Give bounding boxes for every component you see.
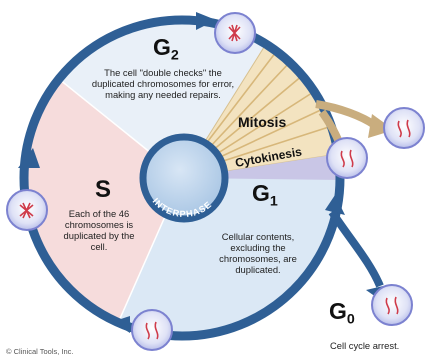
ring-arrowhead-left xyxy=(18,148,40,168)
g1-description: Cellular contents, excluding the chromos… xyxy=(219,231,297,275)
g1-letter: G xyxy=(252,180,270,206)
g0-phase-label: G0 xyxy=(329,298,355,327)
ring-arrowhead-right xyxy=(325,195,345,215)
g0-subscript: 0 xyxy=(346,311,355,328)
ring-arrowhead-top xyxy=(196,12,216,30)
copyright-notice: © Clinical Tools, Inc. xyxy=(6,347,74,356)
s-phase-label: S xyxy=(95,176,112,203)
s-description: Each of the 46 chromosomes is duplicated… xyxy=(63,208,135,252)
g0-letter: G xyxy=(329,298,347,324)
cell-g1-bottom xyxy=(131,309,173,351)
g1-phase-label: G1 xyxy=(252,180,278,209)
interphase-core xyxy=(139,133,229,223)
g2-region xyxy=(59,19,266,179)
g2-phase-label: G2 xyxy=(153,34,179,63)
cell-mitosis-right xyxy=(383,107,425,149)
g2-description: The cell "double checks" the duplicated … xyxy=(91,67,235,100)
cycle-ring xyxy=(19,15,345,341)
cell-g0 xyxy=(371,284,413,326)
mitosis-fan-lines xyxy=(204,51,333,163)
mitosis-label: Mitosis xyxy=(238,114,286,130)
g2-subscript: 2 xyxy=(170,47,179,64)
cell-g2-top xyxy=(214,12,256,54)
ring-arrowhead-bottom xyxy=(112,316,130,333)
cell-s-left xyxy=(6,189,48,231)
g0-exit-arrow xyxy=(328,209,384,288)
g0-description: Cell cycle arrest. xyxy=(330,340,400,351)
cell-cytokinesis xyxy=(326,137,368,179)
g1-subscript: 1 xyxy=(269,193,278,210)
g2-letter: G xyxy=(153,34,171,60)
